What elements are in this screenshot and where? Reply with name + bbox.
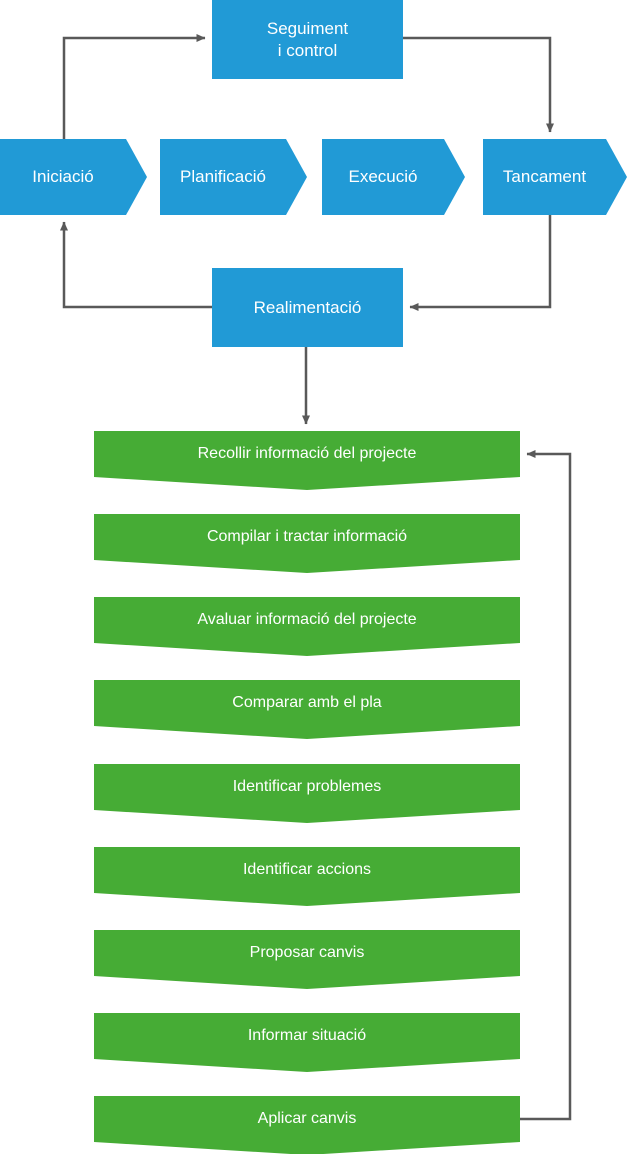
node-step-5[interactable] [94,764,520,823]
node-step-3[interactable] [94,597,520,656]
connector-seguiment-to-tancament [403,36,554,133]
node-step-6[interactable] [94,847,520,906]
node-step-9[interactable] [94,1096,520,1154]
node-step-1[interactable] [94,431,520,490]
node-step-2[interactable] [94,514,520,573]
node-step-7[interactable] [94,930,520,989]
node-seguiment-i-control[interactable] [212,0,403,79]
node-realimentacio[interactable] [212,268,403,347]
node-tancament[interactable] [483,139,627,215]
node-step-4[interactable] [94,680,520,739]
connector-realimentacio-to-iniciacio [60,221,212,309]
node-step-8[interactable] [94,1013,520,1072]
connector-step-9-to-step-1 [520,450,572,1121]
node-iniciacio[interactable] [0,139,147,215]
node-execucio[interactable] [322,139,465,215]
connector-tancament-to-realimentacio [409,215,552,311]
node-planificacio[interactable] [160,139,307,215]
connector-iniciacio-to-seguiment [62,34,206,139]
